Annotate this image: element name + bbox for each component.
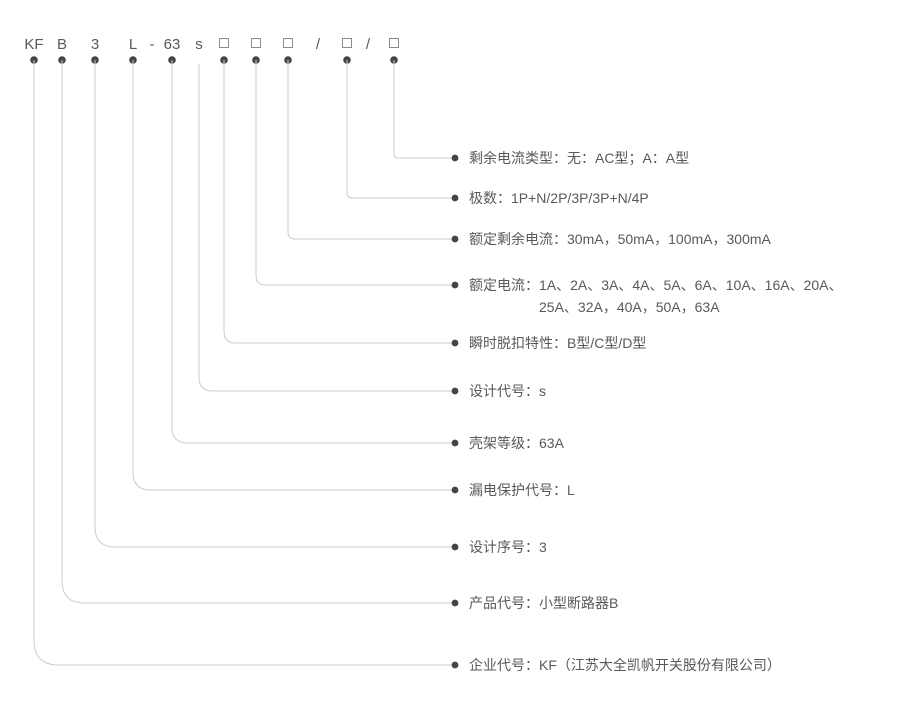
code-separator: / — [365, 36, 371, 53]
connector-line — [393, 60, 452, 159]
code-separator: - — [149, 36, 155, 53]
code-placeholder-box — [251, 38, 261, 48]
code-part-L: L — [128, 36, 138, 53]
legend-bullet — [451, 661, 459, 669]
code-placeholder-box — [342, 38, 352, 48]
legend-label-text: 漏电保护代号：L — [469, 482, 575, 498]
legend-label-text: 产品代号：小型断路器B — [469, 595, 619, 611]
legend-bullet — [451, 387, 459, 395]
legend-label-text: 瞬时脱扣特性：B型/C型/D型 — [469, 335, 647, 351]
code-part-B: B — [56, 36, 68, 53]
legend-bullet — [451, 543, 459, 551]
legend-bullet — [451, 154, 459, 162]
legend-label-text: 设计序号：3 — [469, 539, 547, 555]
legend-label: 额定电流：1A、2A、3A、4A、5A、6A、10A、16A、20A、 25A、3… — [469, 274, 842, 318]
code-part-s: s — [195, 36, 203, 53]
legend-label: 企业代号：KF（江苏大全凯帆开关股份有限公司） — [469, 654, 781, 676]
legend-label-text: 额定剩余电流：30mA，50mA，100mA，300mA — [469, 231, 771, 247]
legend-label: 额定剩余电流：30mA，50mA，100mA，300mA — [469, 228, 771, 250]
legend-label-text: 额定电流：1A、2A、3A、4A、5A、6A、10A、16A、20A、 — [469, 277, 843, 293]
connector-line — [255, 60, 452, 286]
legend-label: 产品代号：小型断路器B — [469, 592, 618, 614]
legend-bullet — [451, 235, 459, 243]
connector-line — [171, 60, 452, 444]
connector-line — [61, 60, 452, 604]
legend-bullet — [451, 599, 459, 607]
connector-line — [33, 60, 452, 666]
legend-label-text-continued: 25A、32A，40A，50A，63A — [539, 299, 720, 315]
legend-label: 瞬时脱扣特性：B型/C型/D型 — [469, 332, 646, 354]
code-placeholder-box — [219, 38, 229, 48]
connector-line — [287, 60, 452, 240]
legend-label: 设计代号：s — [469, 380, 546, 402]
code-placeholder-box — [283, 38, 293, 48]
code-part-KF: KF — [24, 36, 44, 53]
legend-bullet — [451, 281, 459, 289]
connector-line — [223, 60, 452, 344]
legend-label-text: 企业代号：KF（江苏大全凯帆开关股份有限公司） — [469, 657, 781, 673]
legend-bullet — [451, 194, 459, 202]
code-part-3: 3 — [90, 36, 100, 53]
connector-line — [346, 60, 452, 199]
legend-label: 设计序号：3 — [469, 536, 547, 558]
legend-bullet — [451, 486, 459, 494]
legend-label-text: 极数：1P+N/2P/3P/3P+N/4P — [469, 190, 649, 206]
code-part-63: 63 — [163, 36, 181, 53]
legend-label: 极数：1P+N/2P/3P/3P+N/4P — [469, 187, 649, 209]
connector-line — [94, 60, 452, 548]
legend-label-text: 壳架等级：63A — [469, 435, 564, 451]
legend-label-text: 剩余电流类型：无：AC型；A：A型 — [469, 150, 690, 166]
connector-line — [198, 64, 452, 392]
legend-label: 壳架等级：63A — [469, 432, 564, 454]
code-placeholder-box — [389, 38, 399, 48]
legend-label-text: 设计代号：s — [469, 383, 546, 399]
code-separator: / — [315, 36, 321, 53]
legend-label: 剩余电流类型：无：AC型；A：A型 — [469, 147, 689, 169]
legend-bullet — [451, 439, 459, 447]
legend-label: 漏电保护代号：L — [469, 479, 575, 501]
connector-line — [132, 60, 452, 491]
legend-bullet — [451, 339, 459, 347]
